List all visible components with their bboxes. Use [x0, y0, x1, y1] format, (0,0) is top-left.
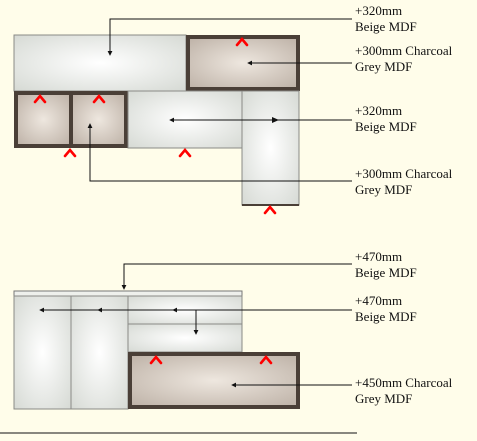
annotation-size: +470mm	[355, 249, 403, 264]
top-layout	[13, 18, 352, 215]
annotation-label: +470mm Beige MDF	[355, 293, 417, 325]
arrow-tip	[272, 117, 279, 123]
annotation-label: +320mm Beige MDF	[355, 103, 417, 135]
hinge-marker	[149, 354, 163, 365]
beige-panel	[13, 34, 187, 92]
annotation-material: Grey MDF	[355, 59, 413, 74]
leader-line	[87, 123, 352, 182]
leader-line	[121, 263, 352, 290]
leader-lines	[39, 263, 352, 388]
leader-line	[107, 18, 352, 56]
annotation-material: Beige MDF	[355, 309, 417, 324]
hinge-marker	[263, 204, 277, 215]
charcoal-door	[132, 356, 296, 405]
hinge-marker	[178, 147, 192, 158]
charcoal-door	[18, 95, 69, 144]
charcoal-door	[73, 95, 124, 144]
annotation-label: +300mm Charcoal Grey MDF	[355, 166, 452, 198]
bottom-layout	[0, 263, 357, 434]
annotation-label: +300mm Charcoal Grey MDF	[355, 43, 452, 75]
annotation-material: Grey MDF	[355, 391, 413, 406]
annotation-label: +470mm Beige MDF	[355, 249, 417, 281]
annotation-size: +320mm	[355, 103, 403, 118]
annotation-material: Beige MDF	[355, 265, 417, 280]
annotation-label: +450mm Charcoal Grey MDF	[355, 375, 452, 407]
hinge-marker	[92, 93, 106, 104]
beige-drawer	[127, 323, 243, 353]
hinge-marker	[235, 36, 249, 47]
annotation-label: +320mm Beige MDF	[355, 3, 417, 35]
annotation-material: Beige MDF	[355, 119, 417, 134]
beige-tall-door	[13, 295, 72, 410]
annotation-material: Beige MDF	[355, 19, 417, 34]
annotation-size: +450mm Charcoal	[355, 375, 453, 390]
annotation-material: Grey MDF	[355, 182, 413, 197]
beige-panel	[241, 90, 300, 206]
beige-tall-door	[70, 295, 129, 410]
hinge-marker	[33, 93, 47, 104]
beige-strip	[13, 290, 243, 297]
annotation-size: +470mm	[355, 293, 403, 308]
annotation-size: +300mm Charcoal	[355, 166, 453, 181]
hinge-markers	[33, 36, 277, 215]
hinge-marker	[259, 354, 273, 365]
hinge-markers	[149, 354, 273, 365]
annotation-size: +300mm Charcoal	[355, 43, 453, 58]
annotation-size: +320mm	[355, 3, 403, 18]
hinge-marker	[63, 147, 77, 158]
